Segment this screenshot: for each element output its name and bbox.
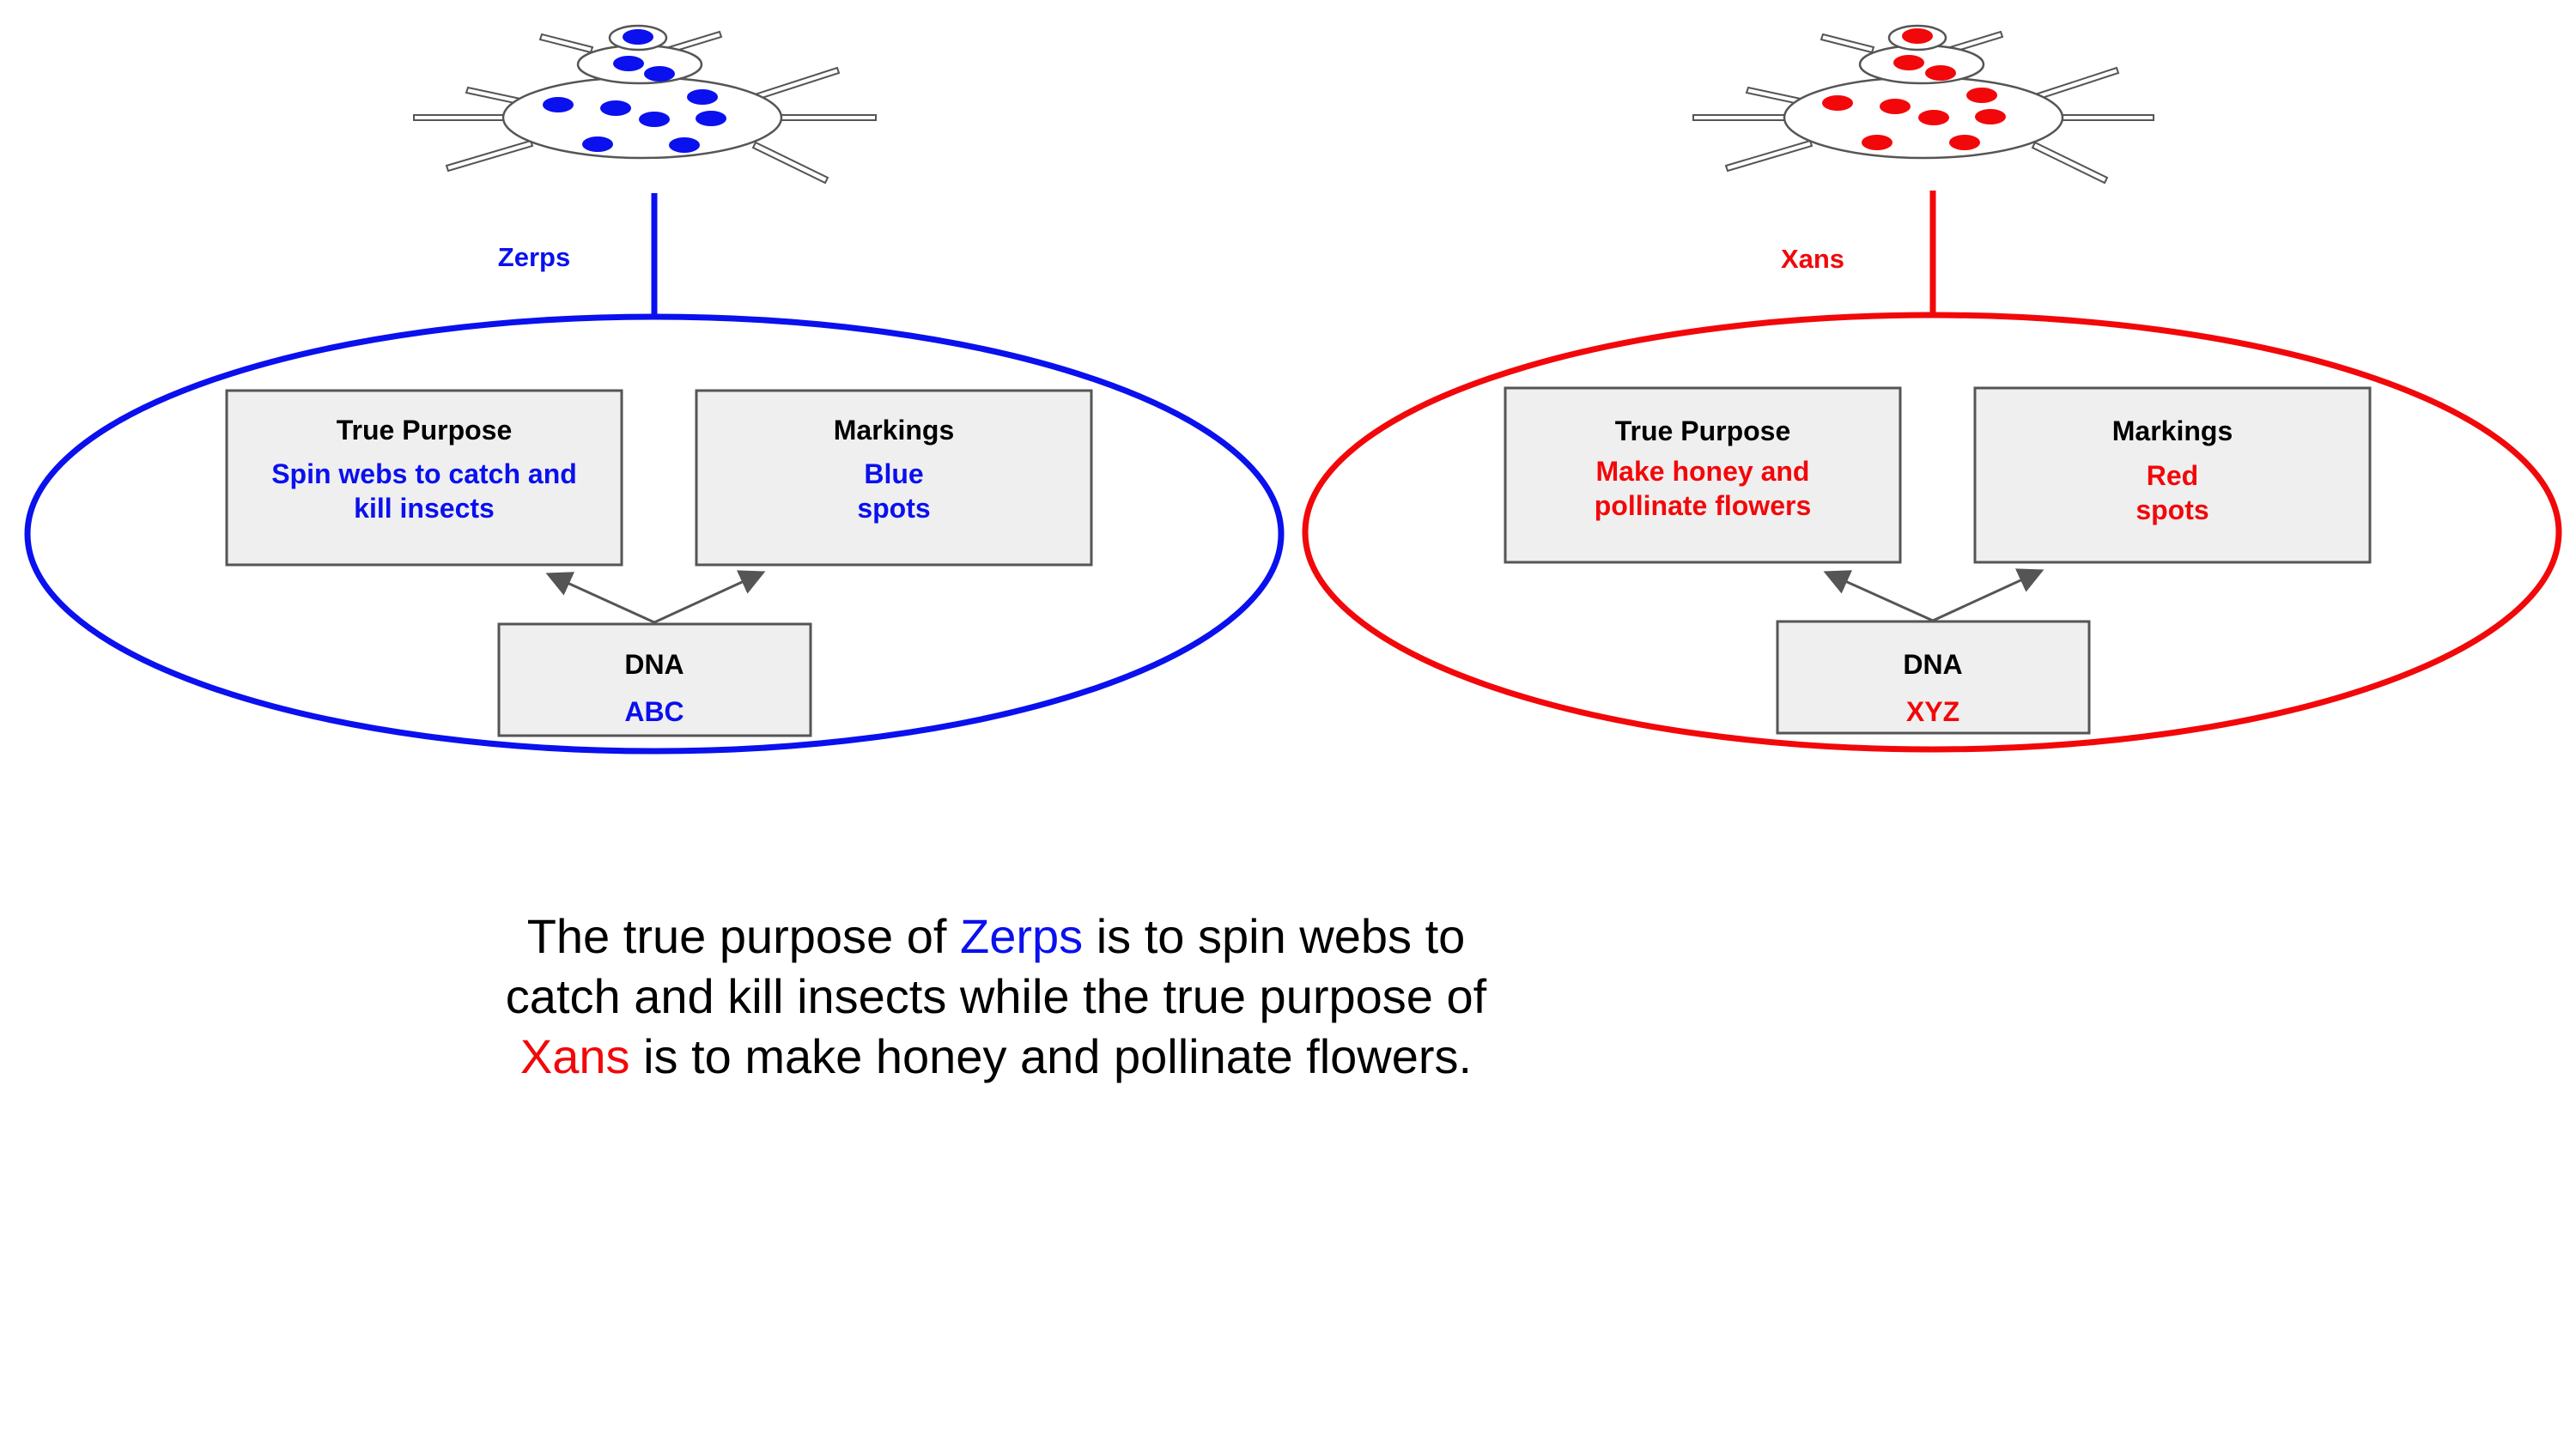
zerps-true-purpose-box: True Purpose Spin webs to catch and kill… bbox=[225, 389, 623, 567]
xans-markings-line2: spots bbox=[2136, 494, 2208, 525]
zerps-species-label: Zerps bbox=[498, 242, 570, 272]
zerps-true-purpose-line2: kill insects bbox=[354, 493, 495, 524]
xans-true-purpose-line1: Make honey and bbox=[1596, 456, 1810, 487]
caption-line-2: catch and kill insects while the true pu… bbox=[506, 969, 1487, 1023]
xans-dna-to-purpose-arrow bbox=[1823, 570, 1934, 622]
zerps-dna-to-markings-arrow bbox=[653, 570, 766, 624]
zerps-true-purpose-line1: Spin webs to catch and bbox=[271, 458, 577, 489]
caption-line-1-prefix: The true purpose of bbox=[527, 909, 960, 963]
caption-xans-name: Xans bbox=[520, 1029, 630, 1083]
xans-species-label: Xans bbox=[1781, 244, 1844, 274]
xans-group-ellipse bbox=[1302, 312, 2562, 753]
caption-line-3-suffix: is to make honey and pollinate flowers. bbox=[630, 1029, 1473, 1083]
zerps-dna-to-purpose-arrow bbox=[545, 572, 655, 624]
zerps-dna-title: DNA bbox=[624, 649, 683, 680]
xans-dna-to-markings-arrow bbox=[1932, 568, 2044, 622]
xans-creature-icon bbox=[1692, 24, 2154, 185]
zerps-markings-box: Markings Blue spots bbox=[695, 389, 1093, 567]
xans-dna-title: DNA bbox=[1903, 649, 1962, 680]
caption-line-1-suffix: is to spin webs to bbox=[1083, 909, 1465, 963]
xans-true-purpose-line2: pollinate flowers bbox=[1595, 490, 1811, 521]
xans-markings-title: Markings bbox=[2112, 415, 2233, 446]
zerps-creature-icon bbox=[413, 24, 877, 185]
zerps-dna-box: DNA ABC bbox=[497, 622, 812, 737]
zerps-markings-line1: Blue bbox=[864, 458, 923, 489]
caption-line-3: Xans is to make honey and pollinate flow… bbox=[520, 1029, 1472, 1083]
zerps-true-purpose-title: True Purpose bbox=[337, 415, 513, 446]
xans-true-purpose-box: True Purpose Make honey and pollinate fl… bbox=[1504, 386, 1902, 564]
zerps-dna-value: ABC bbox=[624, 696, 683, 727]
zerps-markings-title: Markings bbox=[834, 415, 954, 446]
caption: The true purpose of Zerps is to spin web… bbox=[506, 909, 1487, 1083]
caption-line-1: The true purpose of Zerps is to spin web… bbox=[527, 909, 1466, 963]
zerps-group-ellipse bbox=[24, 313, 1285, 755]
caption-zerps-name: Zerps bbox=[960, 909, 1083, 963]
xans-markings-line1: Red bbox=[2147, 460, 2198, 491]
xans-dna-value: XYZ bbox=[1906, 696, 1959, 727]
xans-dna-box: DNA XYZ bbox=[1776, 620, 2091, 735]
xans-markings-box: Markings Red spots bbox=[1973, 386, 2372, 564]
xans-true-purpose-title: True Purpose bbox=[1615, 415, 1791, 446]
zerps-markings-line2: spots bbox=[857, 493, 930, 524]
